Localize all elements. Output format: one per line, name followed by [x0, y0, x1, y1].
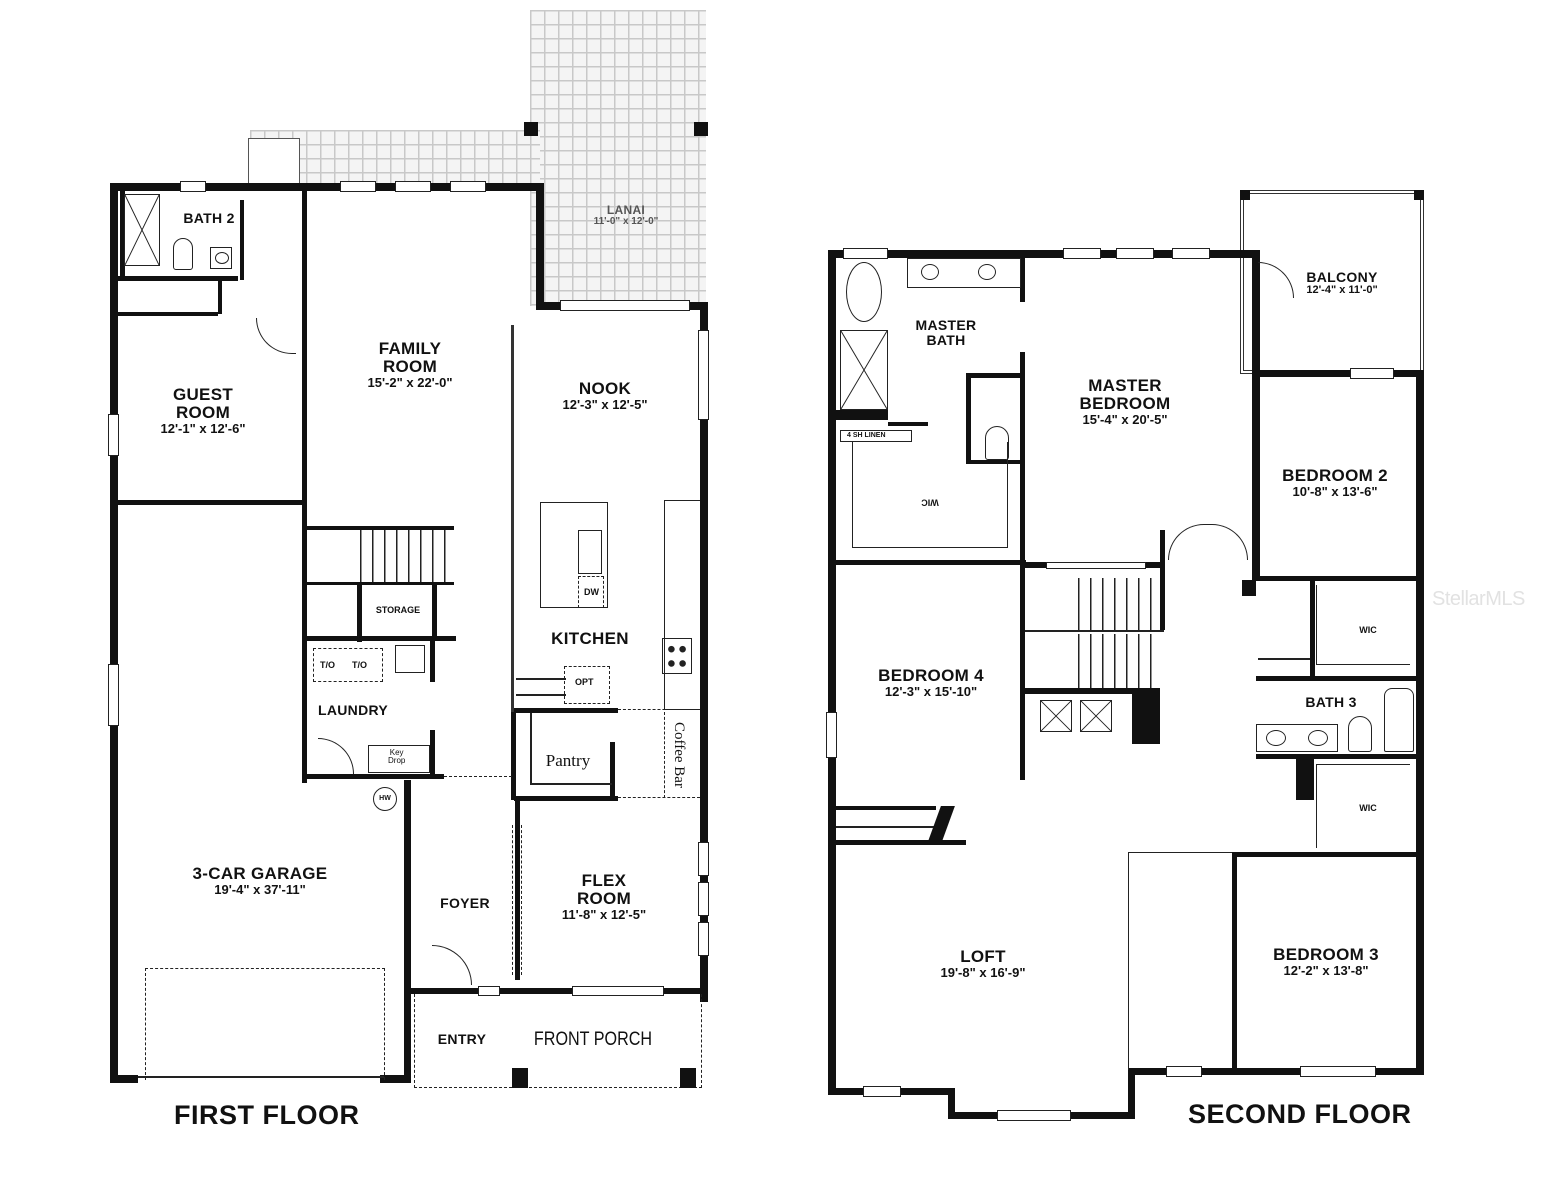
- room-label-bedroom-3: BEDROOM 3 12'-2" x 13'-8": [1273, 945, 1379, 978]
- dishwasher-tag: DW: [584, 587, 599, 597]
- room-label-master-bedroom: MASTER BEDROOM 15'-4" x 20'-5": [1079, 376, 1171, 427]
- room-label-coffee-bar: Coffee Bar: [671, 722, 687, 788]
- second-floor-title: SECOND FLOOR: [1188, 1099, 1412, 1129]
- room-label-balcony: BALCONY 12'-4" x 11'-0": [1306, 269, 1378, 296]
- room-label-bedroom-4: BEDROOM 4 12'-3" x 15'-10": [878, 666, 984, 699]
- washer-tag: T/O: [320, 660, 335, 670]
- room-label-guest-room: GUEST ROOM 12'-1" x 12'-6": [160, 385, 246, 436]
- room-label-lanai: LANAI 11'-0" x 12'-0": [593, 203, 659, 227]
- vanity-sink-icon: [921, 264, 939, 280]
- master-shower-icon: [840, 330, 888, 410]
- room-label-laundry: LAUNDRY: [317, 702, 389, 718]
- room-label-bath-3: BATH 3: [1305, 694, 1357, 710]
- linen-shelf: 4 SH LINEN: [840, 430, 912, 442]
- bath3-sink-icon: [1266, 730, 1286, 746]
- optional-tag: OPT: [575, 677, 594, 687]
- toilet-bath3-icon: [1348, 716, 1372, 752]
- sink-bath2-icon: [210, 247, 232, 269]
- key-drop-cabinet: [368, 745, 430, 773]
- hvac-unit-icon: [1040, 700, 1072, 732]
- kitchen-island: [540, 502, 608, 608]
- room-label-kitchen: KITCHEN: [551, 629, 629, 648]
- room-label-family-room: FAMILY ROOM 15'-2" x 22'-0": [367, 339, 453, 390]
- staircase-lower: [1078, 634, 1162, 688]
- room-label-wic-upper: WIC: [1359, 625, 1377, 635]
- room-label-storage: STORAGE: [375, 605, 421, 615]
- room-label-nook: NOOK 12'-3" x 12'-5": [562, 379, 648, 412]
- room-label-front-porch: FRONT PORCH: [533, 1029, 653, 1050]
- foyer-door-swing: [432, 945, 472, 985]
- water-heater-icon: HW: [373, 787, 397, 811]
- hvac-unit-icon: [1080, 700, 1112, 732]
- first-floor-title: FIRST FLOOR: [174, 1100, 360, 1130]
- shower-bath2-icon: [124, 194, 160, 266]
- room-label-entry: ENTRY: [437, 1031, 487, 1047]
- lanai-pavers: [530, 10, 706, 306]
- cooktop-icon: [662, 638, 692, 674]
- room-label-loft: LOFT 19'-8" x 16'-9": [940, 947, 1026, 980]
- room-label-master-bath: MASTER BATH: [915, 317, 977, 348]
- toilet-bath2-icon: [173, 238, 193, 270]
- room-label-master-wic: WIC: [921, 497, 939, 508]
- bath3-sink-icon: [1308, 730, 1328, 746]
- guest-door-swing: [256, 318, 296, 354]
- laundry-door-swing: [318, 738, 354, 774]
- room-label-flex-room: FLEX ROOM 11'-8" x 12'-5": [561, 871, 647, 922]
- staircase: [360, 530, 452, 582]
- laundry-sink-icon: [395, 645, 425, 673]
- room-label-bath-2: BATH 2: [183, 210, 235, 226]
- room-label-bedroom-2: BEDROOM 2 10'-8" x 13'-6": [1282, 466, 1388, 499]
- counter-right: [664, 500, 700, 710]
- room-label-pantry: Pantry: [545, 751, 591, 770]
- dryer-tag: T/O: [352, 660, 367, 670]
- staircase-upper: [1078, 578, 1162, 630]
- master-double-door: [1168, 524, 1208, 560]
- toilet-master-icon: [985, 426, 1009, 460]
- watermark: StellarMLS: [1432, 588, 1525, 610]
- kitchen-sink-icon: [578, 530, 602, 574]
- room-label-garage: 3-CAR GARAGE 19'-4" x 37'-11": [192, 864, 328, 897]
- master-double-door: [1208, 524, 1248, 560]
- room-label-wic-lower: WIC: [1359, 803, 1377, 813]
- bathtub-icon: [846, 262, 882, 322]
- vanity-sink-icon: [978, 264, 996, 280]
- room-label-foyer: FOYER: [440, 895, 490, 911]
- tub-bath3-icon: [1384, 688, 1414, 752]
